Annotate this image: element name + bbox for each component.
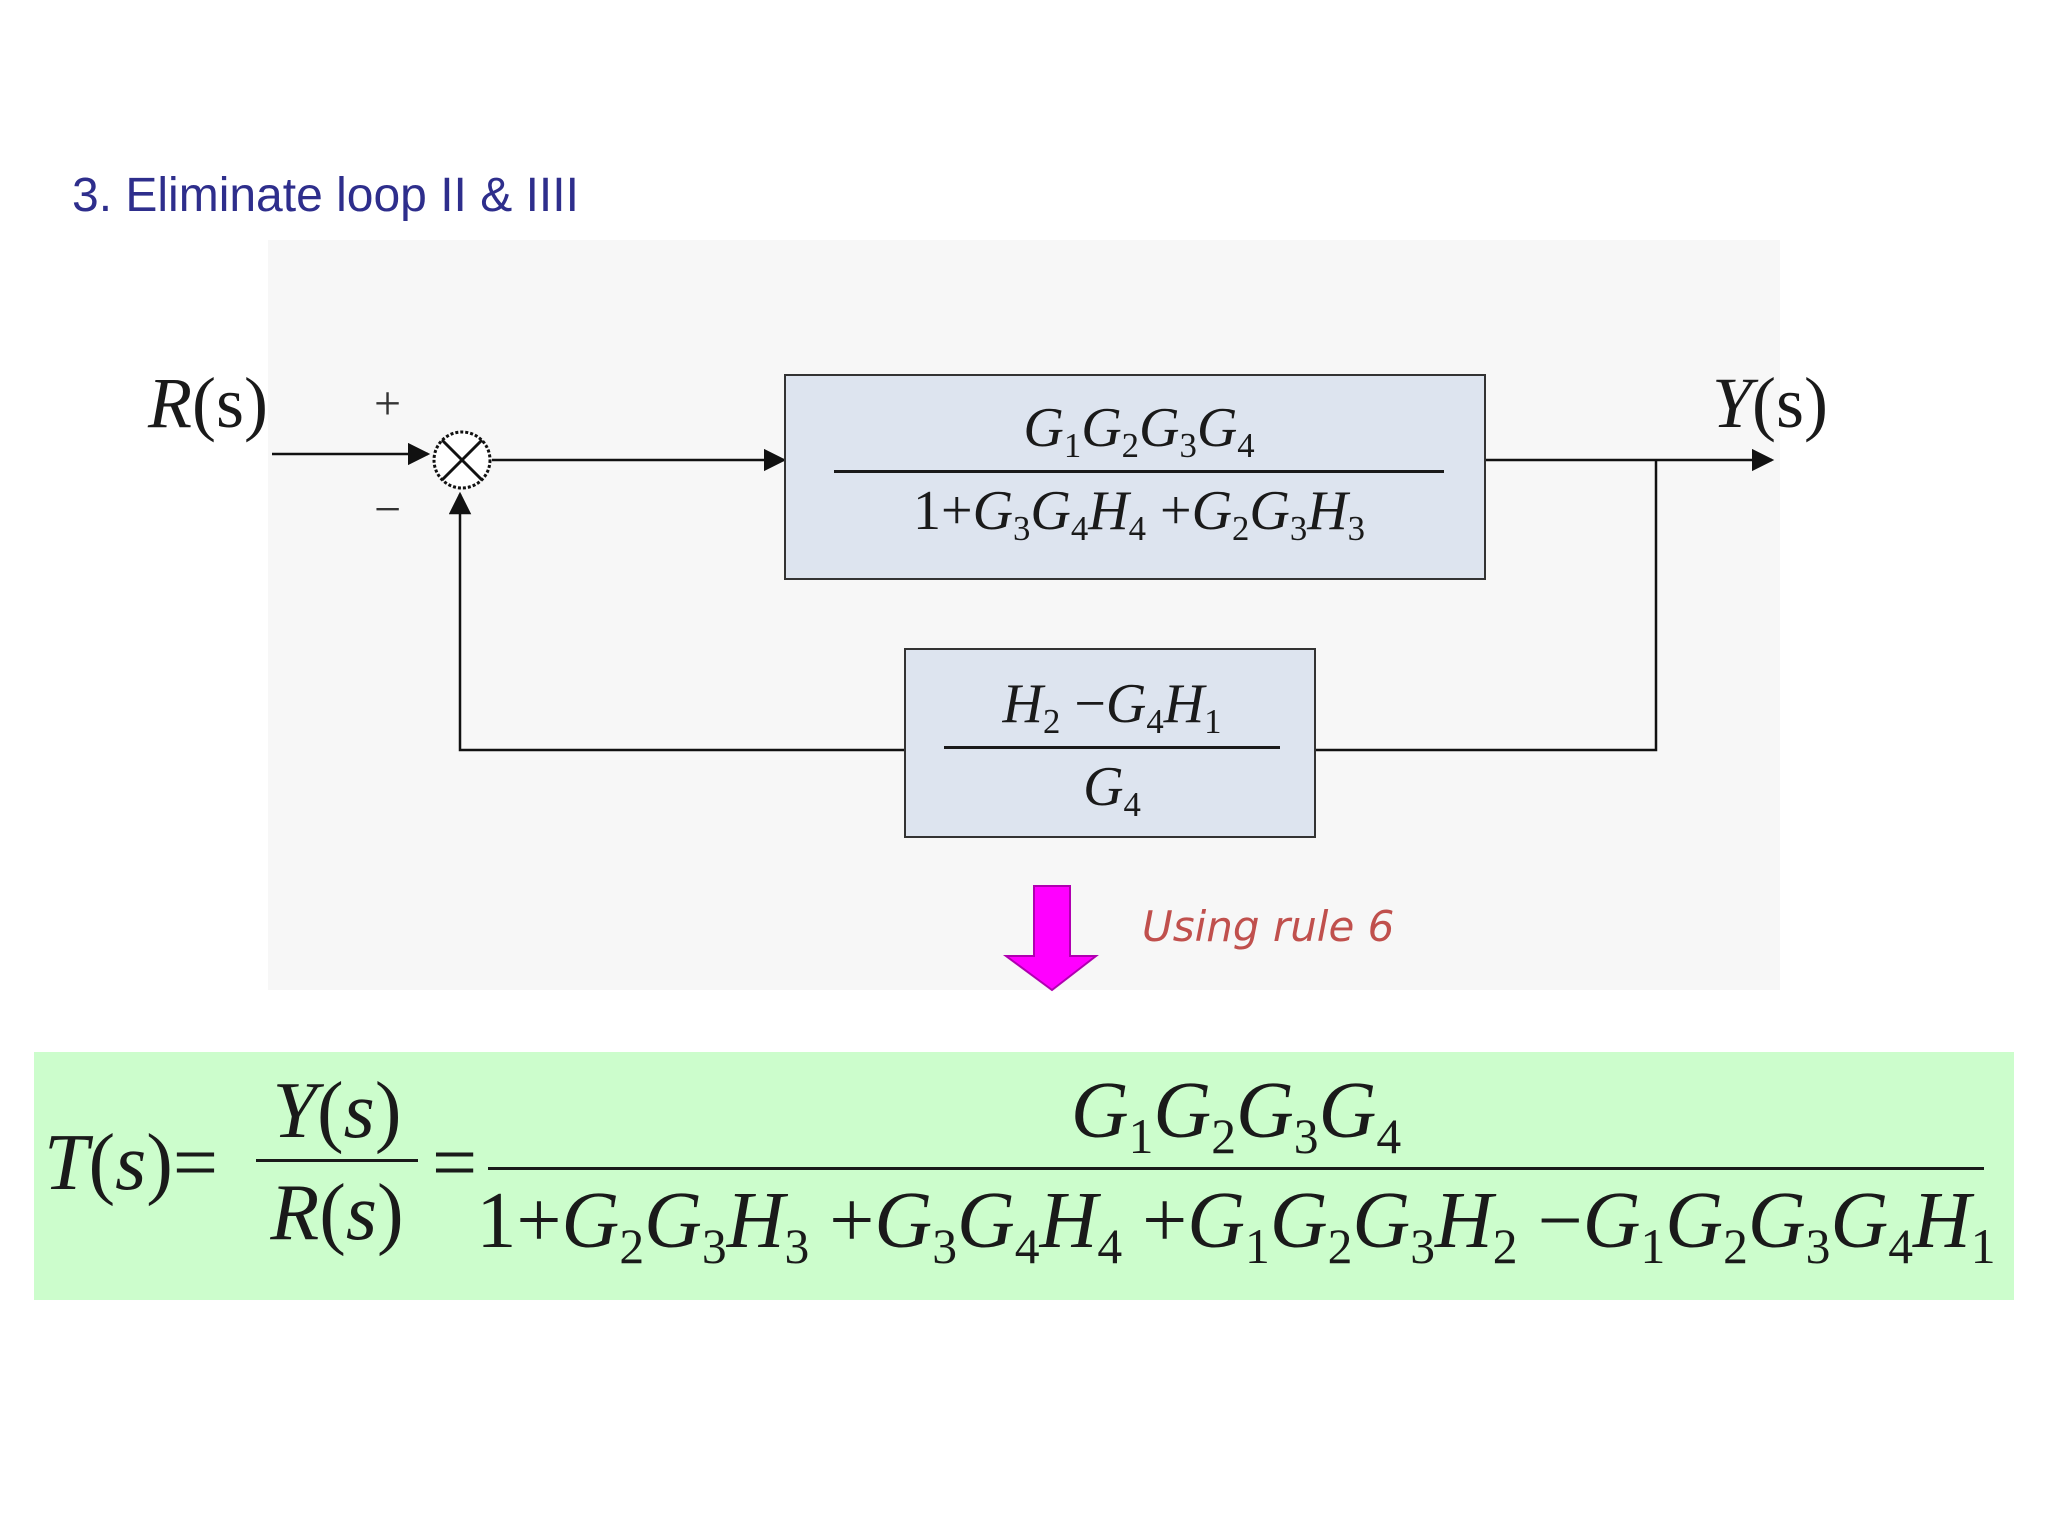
closed-loop-denominator: 1+G2G3H3 +G3G4H4 +G1G2G3H2 −G1G2G3G4H1 [476, 1176, 1996, 1274]
feedback-wire-left [448, 491, 904, 752]
feedback-denominator: G4 [1083, 756, 1141, 825]
rule-annotation: Using rule 6 [1142, 902, 1395, 951]
output-input-ratio: Y(s) R(s) [256, 1066, 418, 1259]
result-panel: T(s)= Y(s) R(s) = G1G2G3G4 1+G2G3H3 +G3G… [34, 1052, 2014, 1300]
feedback-numerator: H2 −G4H1 [1002, 673, 1222, 742]
plus-sign: + [374, 377, 402, 430]
summing-junction-icon [432, 430, 492, 490]
closed-loop-fraction: G1G2G3G4 1+G2G3H3 +G3G4H4 +G1G2G3H2 −G1G… [476, 1066, 1995, 1275]
forward-denominator: 1+G3G4H4 +G2G3H3 [912, 480, 1366, 549]
slide-title: 3. Eliminate loop II & IIII [72, 169, 579, 222]
output-label: Y(s) [1712, 363, 1829, 443]
transfer-function-lhs: T(s)= [44, 1119, 219, 1207]
forward-numerator: G1G2G3G4 [1023, 397, 1255, 466]
input-label: R(s) [148, 363, 268, 443]
feedback-wire-right [1314, 460, 1658, 752]
minus-sign: − [374, 483, 402, 536]
diagram-background [268, 240, 1780, 990]
closed-loop-numerator: G1G2G3G4 [1070, 1067, 1402, 1164]
feedback-transfer-block: H2 −G4H1 G4 [904, 648, 1316, 838]
feedback-transfer-fraction: H2 −G4H1 G4 [944, 672, 1280, 825]
forward-transfer-fraction: G1G2G3G4 1+G3G4H4 +G2G3H3 [834, 396, 1444, 549]
down-arrow-icon [1002, 885, 1099, 992]
ratio-numerator: Y(s) [272, 1067, 402, 1155]
forward-transfer-block: G1G2G3G4 1+G3G4H4 +G2G3H3 [784, 374, 1486, 580]
ratio-denominator: R(s) [270, 1169, 404, 1257]
equals-sign: = [432, 1119, 478, 1207]
